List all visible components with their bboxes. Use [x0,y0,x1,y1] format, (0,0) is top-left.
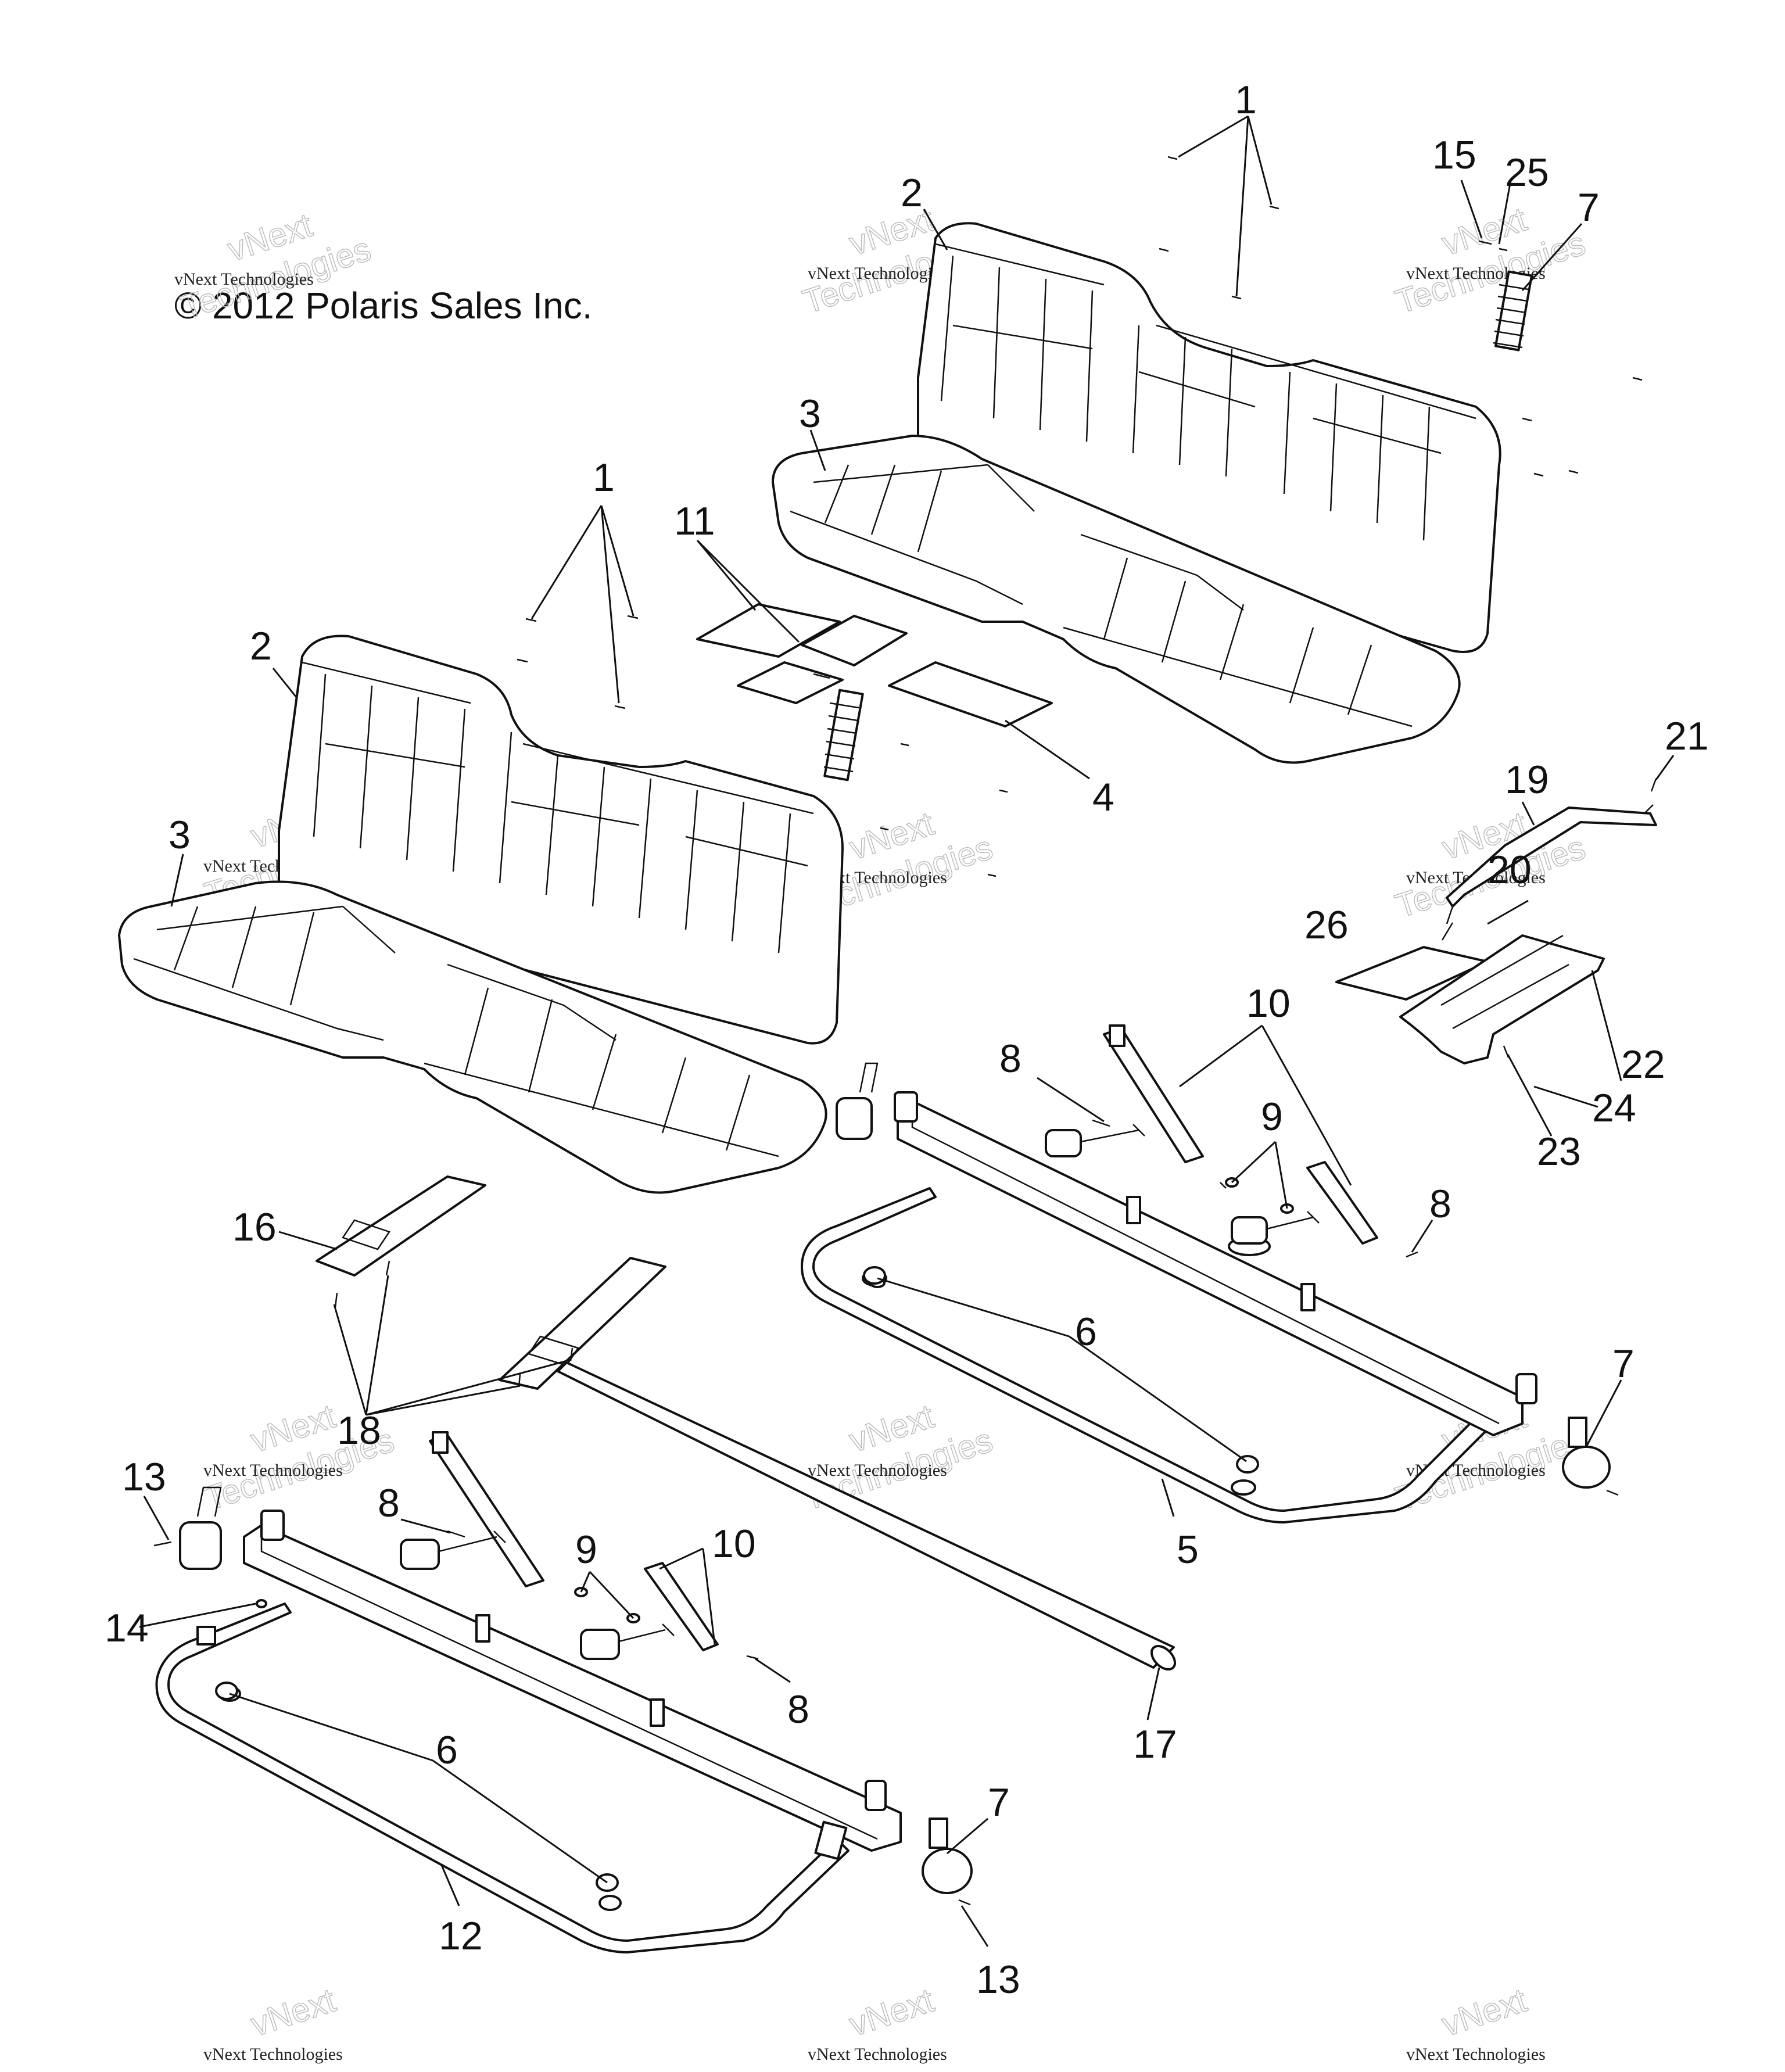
callout-5: 5 [1177,1528,1199,1572]
callout-4: 4 [1092,775,1114,819]
callout-13: 13 [122,1455,166,1499]
watermark-small: vNext Technologies [174,270,314,289]
callout-17: 17 [1133,1722,1177,1766]
callout-23: 23 [1537,1130,1581,1174]
callout-26: 26 [1304,903,1349,947]
callout-7: 7 [988,1780,1010,1824]
copyright-text: © 2012 Polaris Sales Inc. [174,285,593,327]
callout-25: 25 [1505,150,1549,195]
callout-1: 1 [593,456,615,500]
watermark-small: vNext Technologies [808,2045,947,2064]
callout-2: 2 [901,171,923,215]
watermark-small: vNext Technologies [1406,2045,1546,2064]
bolt-21 [1650,778,1657,792]
cover-22 [1399,934,1605,1064]
hinge-7-rear-right [1562,1417,1619,1496]
callout-12: 12 [439,1914,483,1958]
screws-1-rear [1159,156,1643,477]
watermark-small: vNext Technologies [203,1461,343,1480]
watermark: vNext vNext Technologies [808,1981,947,2064]
rear-seat-cushion [772,435,1461,764]
callout-8: 8 [787,1687,809,1732]
callout-16: 16 [232,1205,277,1249]
watermark-small: vNext Technologies [808,264,947,283]
callout-9: 9 [1261,1095,1283,1139]
hinge-spring-rear [1478,240,1533,352]
callout-3: 3 [169,813,191,857]
watermark-large: vNext [1438,1981,1531,2044]
callout-15: 15 [1432,133,1476,177]
hinge-7-front-right [922,1818,973,1906]
leader-lines [139,115,1675,1947]
decal-4 [888,661,1053,727]
belt-buckle-rear-left [836,1062,879,1140]
callout-20: 20 [1488,848,1532,892]
belt-buckle-front-left [153,1486,222,1570]
callouts: 1 2 3 15 25 7 1 11 2 3 4 21 19 20 26 10 … [105,78,1709,2002]
watermark-large: vNext [246,1981,340,2044]
callout-6: 6 [436,1728,458,1772]
callout-8: 8 [378,1481,400,1525]
callout-9: 9 [575,1528,597,1572]
buckle-rear-mid [1045,1124,1145,1157]
watermark-small: vNext Technologies [808,1461,947,1480]
decals-11 [696,603,908,704]
callout-6: 6 [1075,1310,1097,1354]
callout-18: 18 [337,1408,381,1453]
buckle-front-mid [400,1530,506,1570]
bracket-19 [1446,804,1657,924]
callout-24: 24 [1592,1086,1636,1130]
bolt-20 [1441,922,1454,941]
front-seat-rail [243,1510,902,1861]
rear-seat-backrest [917,222,1501,653]
seat-belt-10-front [429,1431,719,1651]
strap-16-left [316,1175,486,1277]
screws-1-front [517,615,997,877]
callout-8: 8 [999,1037,1021,1081]
hinge-spring-center [813,673,1008,793]
buckle-rear-right [1231,1211,1320,1245]
bolts-rear-hardware [1092,1119,1418,1258]
watermark-small: vNext Technologies [203,2045,343,2064]
watermark: vNext vNext Technologies [203,1981,343,2064]
watermark-large: vNext [845,1981,938,2044]
callout-10: 10 [712,1522,756,1566]
callout-7: 7 [1578,185,1600,230]
callout-1: 1 [1235,78,1257,122]
seat-belt-10-rear [1103,1024,1378,1245]
buckle-front-right [580,1623,675,1660]
callout-2: 2 [250,624,272,668]
callout-10: 10 [1246,981,1291,1026]
watermark: vNext Technologies vNext Technologies [1390,200,1590,321]
callout-11: 11 [674,499,715,543]
callout-13: 13 [976,1958,1020,2002]
watermark: vNext vNext Technologies [1406,1981,1546,2064]
screws-18 [334,1260,574,1388]
callout-22: 22 [1621,1042,1665,1087]
front-seat-cushion [118,880,827,1194]
strap-16-right [499,1257,666,1390]
callout-21: 21 [1665,714,1709,758]
callout-7: 7 [1612,1342,1635,1386]
bar-17 [557,1361,1177,1671]
grommet-6-front [215,1682,619,1892]
callout-8: 8 [1429,1182,1451,1226]
callout-14: 14 [105,1606,149,1650]
callout-19: 19 [1505,758,1549,802]
callout-3: 3 [799,392,821,436]
